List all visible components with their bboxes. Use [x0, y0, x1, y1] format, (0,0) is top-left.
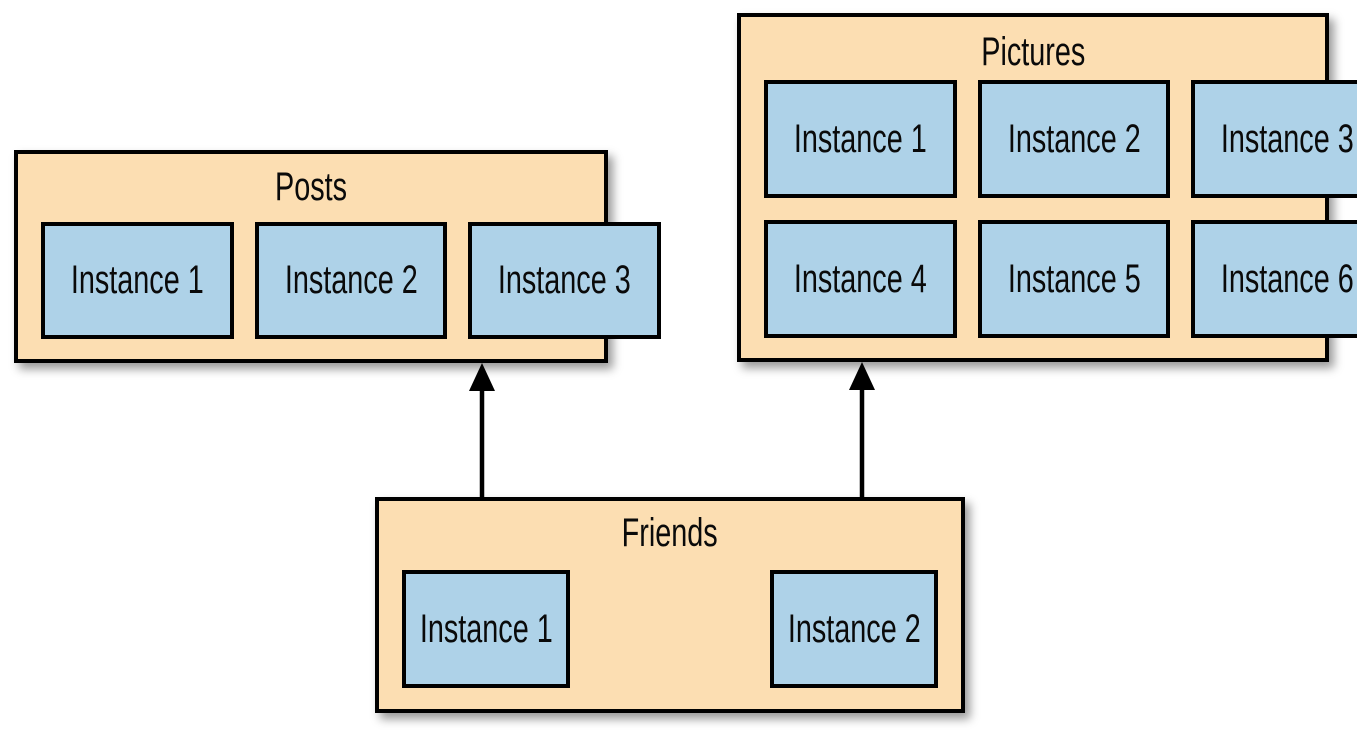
pictures-instance-1-label: Instance 1: [793, 116, 927, 161]
group-friends-title: Friends: [379, 501, 961, 555]
posts-instance-2: Instance 2: [254, 222, 448, 339]
arrow-friends-to-posts-icon: [469, 363, 495, 497]
friends-instance-2: Instance 2: [770, 570, 938, 688]
group-posts-title-text: Posts: [274, 165, 348, 209]
posts-instance-1-label: Instance 1: [70, 258, 204, 302]
group-pictures-title: Pictures: [741, 17, 1325, 74]
pictures-instance-4-label: Instance 4: [793, 256, 927, 301]
group-friends: Friends Instance 1 Instance 2: [375, 497, 965, 713]
friends-instance-1-label: Instance 1: [419, 606, 553, 651]
pictures-instance-6: Instance 6: [1191, 220, 1357, 338]
group-friends-instances-row: Instance 1 Instance 2: [379, 570, 961, 688]
pictures-instance-4: Instance 4: [764, 220, 957, 338]
friends-instance-1: Instance 1: [402, 570, 570, 688]
group-pictures-instances-grid: Instance 1 Instance 2 Instance 3 Instanc…: [741, 80, 1357, 338]
group-posts-instances-row: Instance 1 Instance 2 Instance 3: [18, 222, 661, 339]
pictures-instance-2-label: Instance 2: [1007, 116, 1141, 161]
pictures-instance-5-label: Instance 5: [1007, 256, 1141, 301]
arrow-friends-to-pictures-icon: [849, 362, 875, 497]
pictures-instance-2: Instance 2: [977, 80, 1171, 198]
group-friends-title-text: Friends: [621, 511, 719, 555]
friends-instance-2-label: Instance 2: [787, 606, 921, 651]
group-posts: Posts Instance 1 Instance 2 Instance 3: [14, 150, 661, 363]
group-pictures-title-text: Pictures: [980, 30, 1086, 74]
pictures-instance-5: Instance 5: [977, 220, 1171, 338]
posts-instance-1: Instance 1: [41, 222, 234, 339]
pictures-instance-3: Instance 3: [1191, 80, 1357, 198]
pictures-instance-6-label: Instance 6: [1220, 256, 1354, 301]
posts-instance-3: Instance 3: [468, 222, 661, 339]
pictures-instance-3-label: Instance 3: [1220, 116, 1354, 161]
posts-instance-3-label: Instance 3: [497, 258, 631, 302]
group-pictures: Pictures Instance 1 Instance 2 Instance …: [737, 13, 1357, 362]
pictures-instance-1: Instance 1: [764, 80, 957, 198]
group-posts-title: Posts: [18, 154, 604, 209]
posts-instance-2-label: Instance 2: [284, 258, 418, 302]
